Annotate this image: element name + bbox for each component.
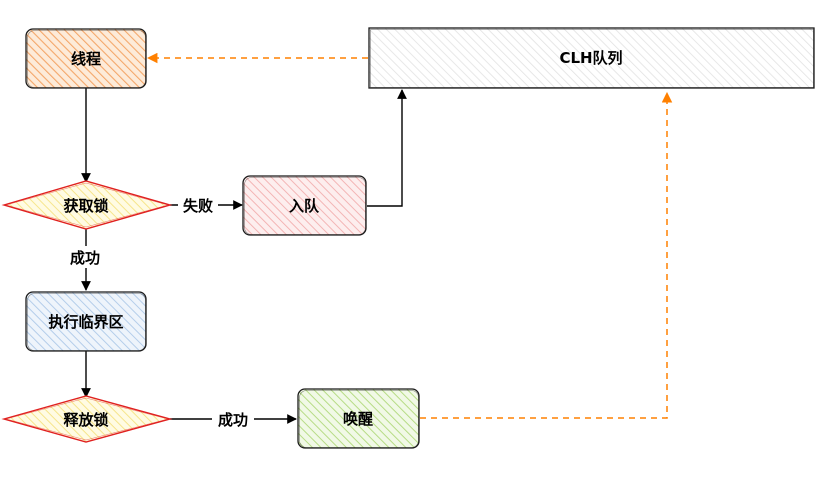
node-wakeup-label: 唤醒 (343, 410, 373, 428)
node-thread-label: 线程 (71, 50, 101, 68)
node-clh-queue-label: CLH队列 (559, 49, 622, 67)
node-release-lock-label: 释放锁 (63, 411, 108, 429)
edge-wakeup-to-clh[interactable] (420, 91, 673, 419)
node-critical-section-label: 执行临界区 (48, 313, 123, 331)
edge-label-success-1: 成功 (70, 249, 100, 267)
node-wakeup[interactable]: 唤醒 (297, 388, 420, 449)
node-enqueue[interactable]: 入队 (242, 175, 367, 236)
node-acquire-lock[interactable]: 获取锁 (1, 180, 173, 230)
node-critical-section[interactable]: 执行临界区 (25, 291, 147, 352)
edges: 失败 成功 成功 (64, 52, 673, 430)
node-release-lock[interactable]: 释放锁 (1, 395, 173, 443)
edge-label-bg-success-2 (212, 408, 254, 430)
node-acquire-lock-label: 获取锁 (63, 197, 108, 215)
node-clh-queue[interactable]: CLH队列 (368, 27, 815, 89)
edge-enqueue-to-clh[interactable] (367, 89, 407, 207)
node-enqueue-label: 入队 (289, 197, 320, 215)
edge-label-bg-success-1 (64, 246, 106, 268)
nodes: 线程 CLH队列 获取锁 入队 执行临界区 (1, 27, 815, 449)
node-thread[interactable]: 线程 (25, 28, 147, 89)
edge-label-success-2: 成功 (218, 411, 248, 429)
edge-label-bg-fail (178, 194, 218, 216)
edge-label-fail: 失败 (183, 197, 213, 215)
